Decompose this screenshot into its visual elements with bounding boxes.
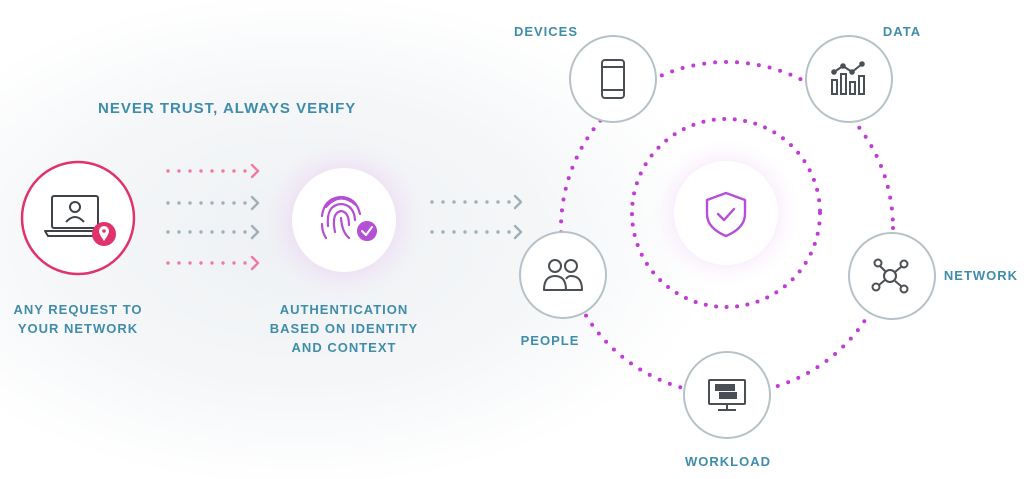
computer-server-icon (708, 379, 746, 411)
arrow-gray-lower (166, 224, 260, 240)
auth-label: AUTHENTICATION BASED ON IDENTITY AND CON… (269, 302, 419, 355)
fingerprint-icon (320, 195, 362, 240)
arrow-pink-top (166, 163, 260, 179)
location-pin-badge (92, 222, 116, 246)
people-node (519, 231, 607, 319)
people-icon (543, 259, 583, 291)
arrow-gray-out-upper (430, 194, 523, 210)
auth-node (262, 138, 426, 302)
network-nodes-icon (871, 258, 909, 294)
network-label: NETWORK (943, 268, 1019, 283)
arrow-gray-out-lower (430, 224, 523, 240)
request-node (20, 160, 136, 276)
core-node (652, 139, 800, 287)
shield-check-icon (705, 191, 747, 238)
devices-label: DEVICES (513, 24, 579, 39)
inner-dotted-ring (630, 117, 822, 309)
data-label: DATA (882, 24, 922, 39)
arrow-pink-bottom (166, 255, 260, 271)
workload-node (683, 351, 771, 439)
workload-label: WORKLOAD (685, 454, 771, 469)
arrow-gray-upper (166, 195, 260, 211)
bar-chart-icon (831, 61, 865, 95)
devices-node (569, 35, 657, 123)
network-node (848, 232, 936, 320)
check-badge (355, 219, 379, 243)
outer-dotted-ring (559, 60, 895, 396)
data-node (805, 35, 893, 123)
tagline: NEVER TRUST, ALWAYS VERIFY (98, 100, 357, 117)
smartphone-icon (601, 59, 625, 99)
request-label: ANY REQUEST TO YOUR NETWORK (13, 302, 143, 336)
people-label: PEOPLE (520, 333, 580, 348)
